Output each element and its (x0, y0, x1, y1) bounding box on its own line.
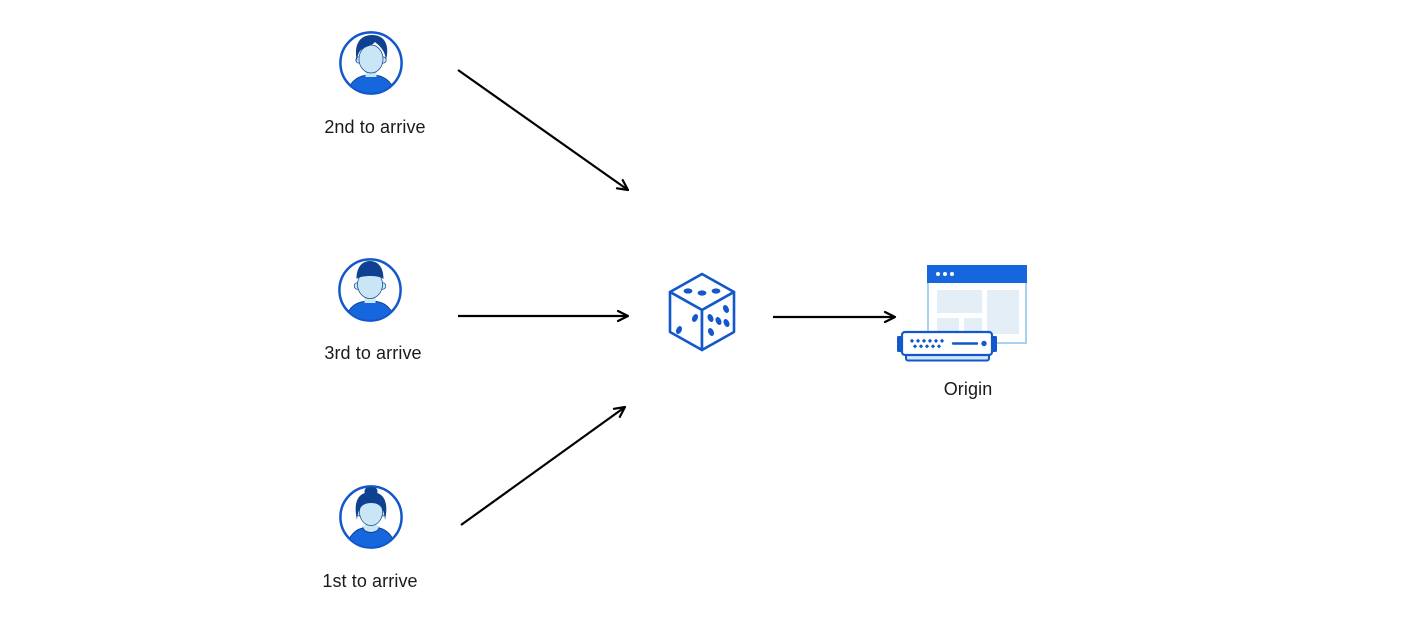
person-avatar-icon (339, 485, 403, 549)
browser-window-icon (927, 265, 1027, 344)
dice-icon (668, 272, 736, 352)
origin-label: Origin (943, 379, 993, 399)
arrow-visitor-2nd-to-dice (457, 69, 630, 192)
arrow-visitor-1st-to-dice (460, 405, 627, 526)
server-icon (897, 330, 997, 362)
node-visitor-1st (338, 484, 404, 550)
visitor-1st-label: 1st to arrive (322, 571, 418, 591)
node-visitor-2nd (338, 30, 404, 96)
person-avatar-icon (338, 258, 402, 322)
visitor-3rd-label: 3rd to arrive (324, 343, 422, 363)
visitor-2nd-label: 2nd to arrive (324, 117, 426, 137)
node-visitor-3rd (337, 257, 403, 323)
node-dice (668, 272, 736, 352)
origin-server-browser-icon (897, 265, 1027, 362)
node-origin (896, 260, 1028, 363)
person-avatar-icon (339, 31, 403, 95)
